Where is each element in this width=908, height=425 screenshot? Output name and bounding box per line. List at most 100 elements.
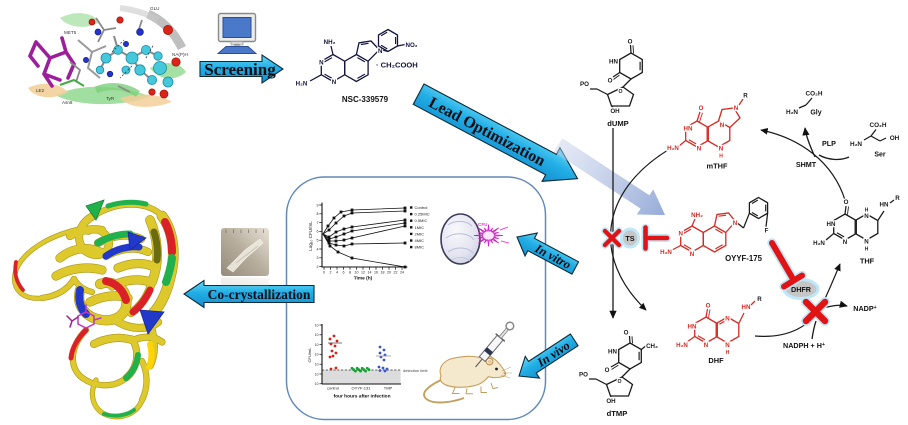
svg-text:HN: HN — [688, 324, 697, 331]
svg-text:6: 6 — [317, 230, 319, 234]
svg-text:0.25MIC: 0.25MIC — [415, 212, 430, 217]
svg-text:2: 2 — [317, 265, 319, 269]
svg-text:H: H — [865, 208, 869, 214]
svg-text:detection limit: detection limit — [403, 368, 428, 373]
svg-text:HN: HN — [742, 304, 751, 311]
svg-text:N: N — [378, 48, 383, 55]
svg-text:9: 9 — [317, 203, 319, 207]
svg-text:dUMP: dUMP — [607, 119, 629, 128]
svg-text:PO: PO — [580, 81, 589, 88]
svg-text:TyR: TyR — [106, 96, 115, 101]
svg-text:N: N — [678, 231, 683, 238]
svg-text:H₂N: H₂N — [676, 342, 688, 349]
svg-text:HN: HN — [609, 59, 618, 66]
svg-text:R: R — [757, 296, 762, 303]
svg-text:10: 10 — [315, 372, 319, 376]
svg-text:Asn8: Asn8 — [62, 100, 73, 105]
svg-text:NO₂: NO₂ — [405, 42, 417, 49]
svg-text:DHFR: DHFR — [791, 285, 812, 294]
svg-text:O: O — [617, 379, 621, 385]
svg-text:N: N — [843, 239, 848, 246]
svg-text:HN: HN — [827, 221, 836, 228]
svg-text:2MIC: 2MIC — [415, 231, 425, 236]
svg-text:control: control — [327, 386, 339, 391]
svg-text:Screening: Screening — [204, 60, 276, 79]
svg-text:NADP+: NADP+ — [853, 304, 876, 313]
svg-text:HN: HN — [880, 202, 889, 209]
svg-text:F: F — [765, 228, 769, 235]
svg-text:4: 4 — [336, 271, 338, 275]
svg-text:Gly: Gly — [810, 110, 821, 117]
svg-text:CO₂H: CO₂H — [805, 91, 822, 98]
svg-text:CH₃: CH₃ — [646, 343, 658, 350]
svg-text:HN: HN — [608, 349, 617, 356]
svg-text:H₂N: H₂N — [667, 145, 679, 152]
svg-text:SHMT: SHMT — [796, 160, 817, 169]
svg-text:N: N — [690, 251, 695, 258]
svg-text:H₂N: H₂N — [850, 141, 862, 148]
svg-text:Ser: Ser — [874, 152, 886, 159]
svg-text:N: N — [864, 213, 869, 220]
svg-text:O: O — [628, 39, 633, 46]
svg-text:four hours after infection: four hours after infection — [333, 394, 390, 400]
svg-text:8MIC: 8MIC — [415, 245, 425, 250]
svg-text:O: O — [624, 330, 629, 337]
svg-text:7: 7 — [317, 221, 319, 225]
svg-text:0.5MIC: 0.5MIC — [415, 218, 428, 223]
svg-text:N: N — [332, 79, 337, 86]
svg-text:O: O — [618, 89, 622, 95]
svg-text:N: N — [725, 342, 730, 349]
svg-text:OYYF-131: OYYF-131 — [352, 386, 372, 391]
svg-text:5: 5 — [317, 239, 319, 243]
svg-text:O: O — [706, 303, 711, 310]
svg-text:H₂N: H₂N — [813, 240, 825, 247]
svg-text:N: N — [719, 146, 724, 153]
svg-text:O: O — [605, 367, 610, 374]
svg-text:H₂N: H₂N — [296, 81, 308, 88]
svg-text:24: 24 — [400, 271, 404, 275]
svg-text:NSC-339579: NSC-339579 — [342, 95, 389, 104]
svg-text:16: 16 — [374, 271, 378, 275]
svg-text:N: N — [720, 122, 725, 129]
svg-text:0: 0 — [323, 271, 325, 275]
svg-text:Control: Control — [415, 205, 428, 210]
svg-text:10: 10 — [315, 343, 319, 347]
svg-text:12: 12 — [361, 271, 365, 275]
svg-text:N: N — [725, 316, 730, 323]
svg-text:H₂N: H₂N — [786, 109, 798, 116]
svg-text:PLP: PLP — [822, 139, 836, 148]
svg-text:TS: TS — [625, 234, 634, 243]
svg-text:O: O — [608, 78, 613, 85]
svg-text:CFU: CFU — [478, 222, 488, 227]
svg-text:6: 6 — [343, 271, 345, 275]
svg-text:· CH₂COOH: · CH₂COOH — [376, 61, 418, 70]
svg-text:THF: THF — [860, 257, 875, 266]
svg-text:DHF: DHF — [708, 356, 724, 365]
svg-text:2: 2 — [330, 271, 332, 275]
svg-text:10: 10 — [315, 323, 319, 327]
svg-text:8: 8 — [317, 212, 319, 216]
svg-text:H: H — [865, 247, 869, 253]
svg-text:dTMP: dTMP — [607, 409, 628, 418]
svg-text:10: 10 — [355, 271, 359, 275]
svg-text:OH: OH — [610, 108, 620, 115]
svg-text:OYYF-175: OYYF-175 — [725, 254, 762, 263]
svg-text:Time (h): Time (h) — [354, 276, 373, 282]
svg-text:OH: OH — [890, 135, 900, 142]
svg-text:22: 22 — [394, 271, 398, 275]
svg-text:GLU: GLU — [150, 6, 159, 11]
svg-text:Co-crystallization: Co-crystallization — [208, 287, 311, 302]
svg-text:O: O — [844, 199, 849, 206]
svg-text:H: H — [726, 350, 730, 356]
svg-text:R: R — [743, 93, 748, 100]
svg-text:H: H — [719, 154, 723, 160]
svg-text:O: O — [699, 105, 704, 112]
svg-text:OH: OH — [606, 398, 616, 405]
svg-text:MET5: MET5 — [64, 30, 77, 35]
svg-text:4: 4 — [317, 247, 319, 251]
svg-text:N: N — [704, 342, 709, 349]
svg-text:R: R — [895, 195, 900, 202]
svg-text:18: 18 — [381, 271, 385, 275]
svg-text:20: 20 — [387, 271, 391, 275]
svg-text:4MIC: 4MIC — [415, 238, 425, 243]
